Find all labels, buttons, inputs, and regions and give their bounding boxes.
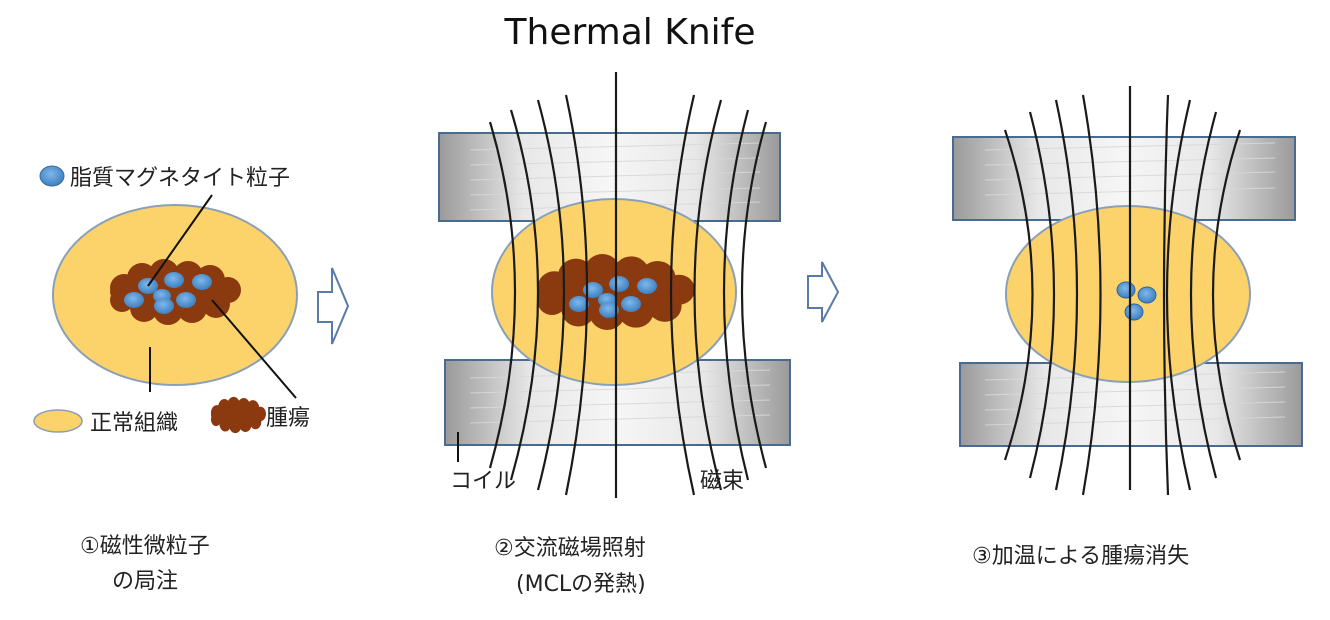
panel-1-caption-line1: ①磁性微粒子 — [80, 534, 210, 559]
panel-1-illustration — [33, 165, 298, 434]
magnetic-flux-label: 磁束 — [700, 469, 745, 494]
panel-2-illustration — [438, 72, 791, 498]
panel-1-caption-line2: の局注 — [112, 569, 179, 594]
arrow-right-icon — [807, 261, 840, 323]
particle-legend-label: 脂質マグネタイト粒子 — [70, 166, 291, 191]
panel-3-illustration — [952, 86, 1303, 496]
diagram-title: Thermal Knife — [504, 12, 756, 53]
magnetic-field-lines — [1003, 86, 1242, 496]
panel-2-caption-line1: ②交流磁場照射 — [494, 536, 646, 561]
normal-tissue-legend-label: 正常組織 — [90, 411, 179, 436]
leader-line-particle — [147, 194, 213, 287]
normal-tissue-legend-icon — [33, 409, 83, 433]
tumor-legend-label: 腫瘍 — [266, 406, 311, 431]
particle-legend-icon — [39, 165, 65, 187]
tumor-legend-icon — [210, 396, 266, 434]
coil-label: コイル — [450, 469, 517, 494]
panel-3-caption: ③加温による腫瘍消失 — [972, 544, 1190, 569]
arrow-right-icon — [317, 267, 350, 345]
panel-2-caption-line2: (MCLの発熱) — [516, 572, 646, 597]
leader-line-tumor — [211, 299, 297, 399]
magnetic-field-lines — [488, 72, 768, 498]
